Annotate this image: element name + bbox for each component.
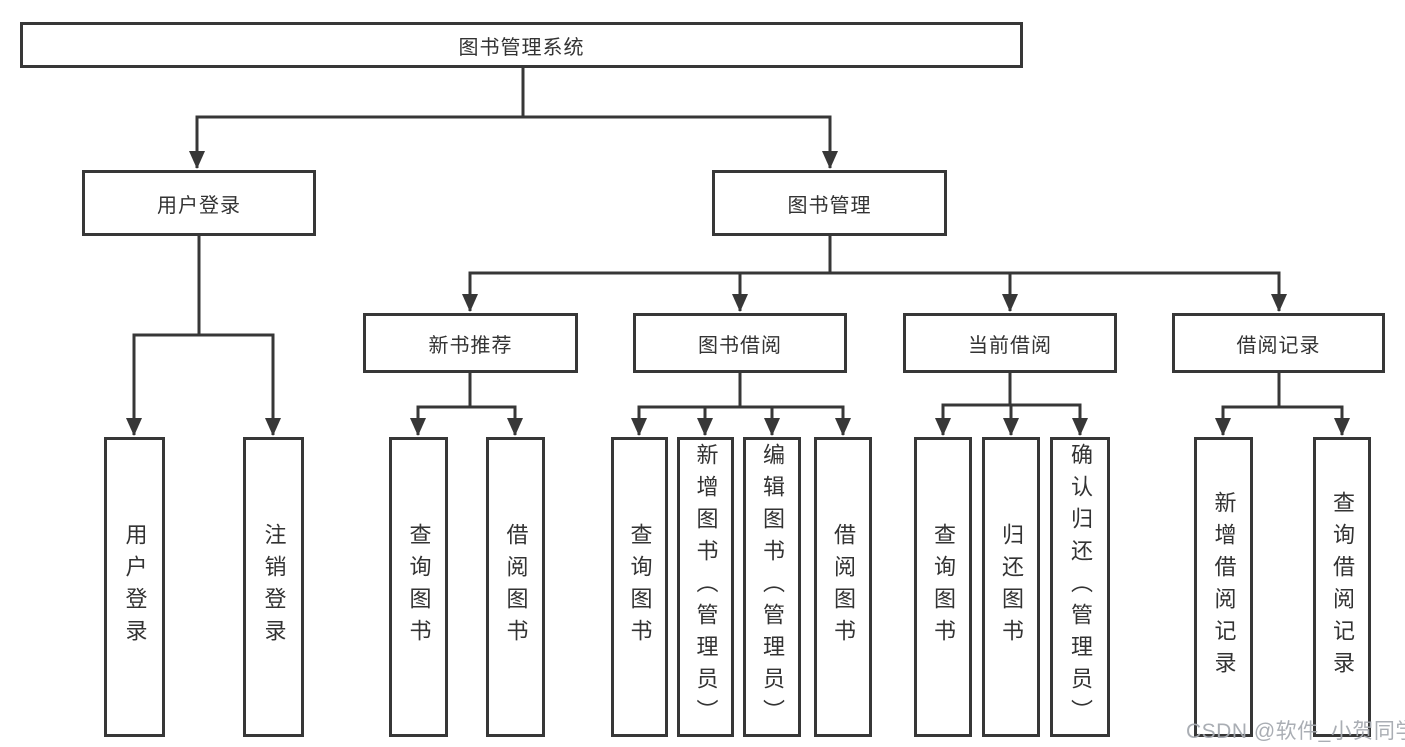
node-label: 查询图书 [931, 523, 956, 651]
leaf-add-borrow-record: 新增借阅记录 [1194, 437, 1253, 737]
leaf-query-books-recommend: 查询图书 [389, 437, 448, 737]
node-book-borrowing: 图书借阅 [633, 313, 847, 373]
node-user-login-branch: 用户登录 [82, 170, 316, 236]
node-label: 图书管理 [787, 194, 872, 217]
node-label: 新增借阅记录 [1211, 491, 1237, 683]
csdn-watermark: CSDN @软件_小贺同学 [1186, 720, 1405, 743]
node-label: 编辑图书（管理员） [760, 443, 785, 731]
node-label: 用户登录 [157, 194, 241, 217]
leaf-return-books: 归还图书 [982, 437, 1040, 737]
leaf-confirm-return-admin: 确认归还（管理员） [1050, 437, 1110, 737]
node-label: 借阅记录 [1236, 334, 1321, 357]
node-label: 新书推荐 [428, 334, 513, 357]
leaf-add-books-admin: 新增图书（管理员） [677, 437, 734, 737]
leaf-user-login: 用户登录 [104, 437, 165, 737]
node-label: 查询图书 [406, 523, 432, 651]
node-label: 借阅图书 [831, 523, 856, 651]
leaf-edit-books-admin: 编辑图书（管理员） [743, 437, 801, 737]
node-label: 归还图书 [999, 523, 1024, 651]
node-label: 注销登录 [261, 523, 287, 651]
node-book-management-branch: 图书管理 [712, 170, 947, 236]
leaf-query-books-borrowing: 查询图书 [611, 437, 668, 737]
node-label: 图书借阅 [698, 334, 782, 357]
node-new-book-recommendation: 新书推荐 [363, 313, 578, 373]
leaf-query-books-current: 查询图书 [914, 437, 972, 737]
leaf-query-borrow-record: 查询借阅记录 [1313, 437, 1371, 737]
node-label: 当前借阅 [968, 334, 1052, 357]
leaf-borrow-books-borrowing: 借阅图书 [814, 437, 872, 737]
node-label: 确认归还（管理员） [1068, 443, 1093, 731]
node-borrowing-records: 借阅记录 [1172, 313, 1385, 373]
node-label: 用户登录 [122, 523, 148, 651]
node-current-borrowing: 当前借阅 [903, 313, 1117, 373]
node-label: 借阅图书 [503, 523, 529, 651]
leaf-borrow-books-recommend: 借阅图书 [486, 437, 545, 737]
node-label: 查询图书 [627, 523, 653, 651]
node-label: 图书管理系统 [458, 36, 585, 59]
node-label: 查询借阅记录 [1330, 491, 1355, 683]
node-label: 新增图书（管理员） [693, 443, 719, 731]
node-root-book-management-system: 图书管理系统 [20, 22, 1023, 68]
leaf-logout: 注销登录 [243, 437, 304, 737]
